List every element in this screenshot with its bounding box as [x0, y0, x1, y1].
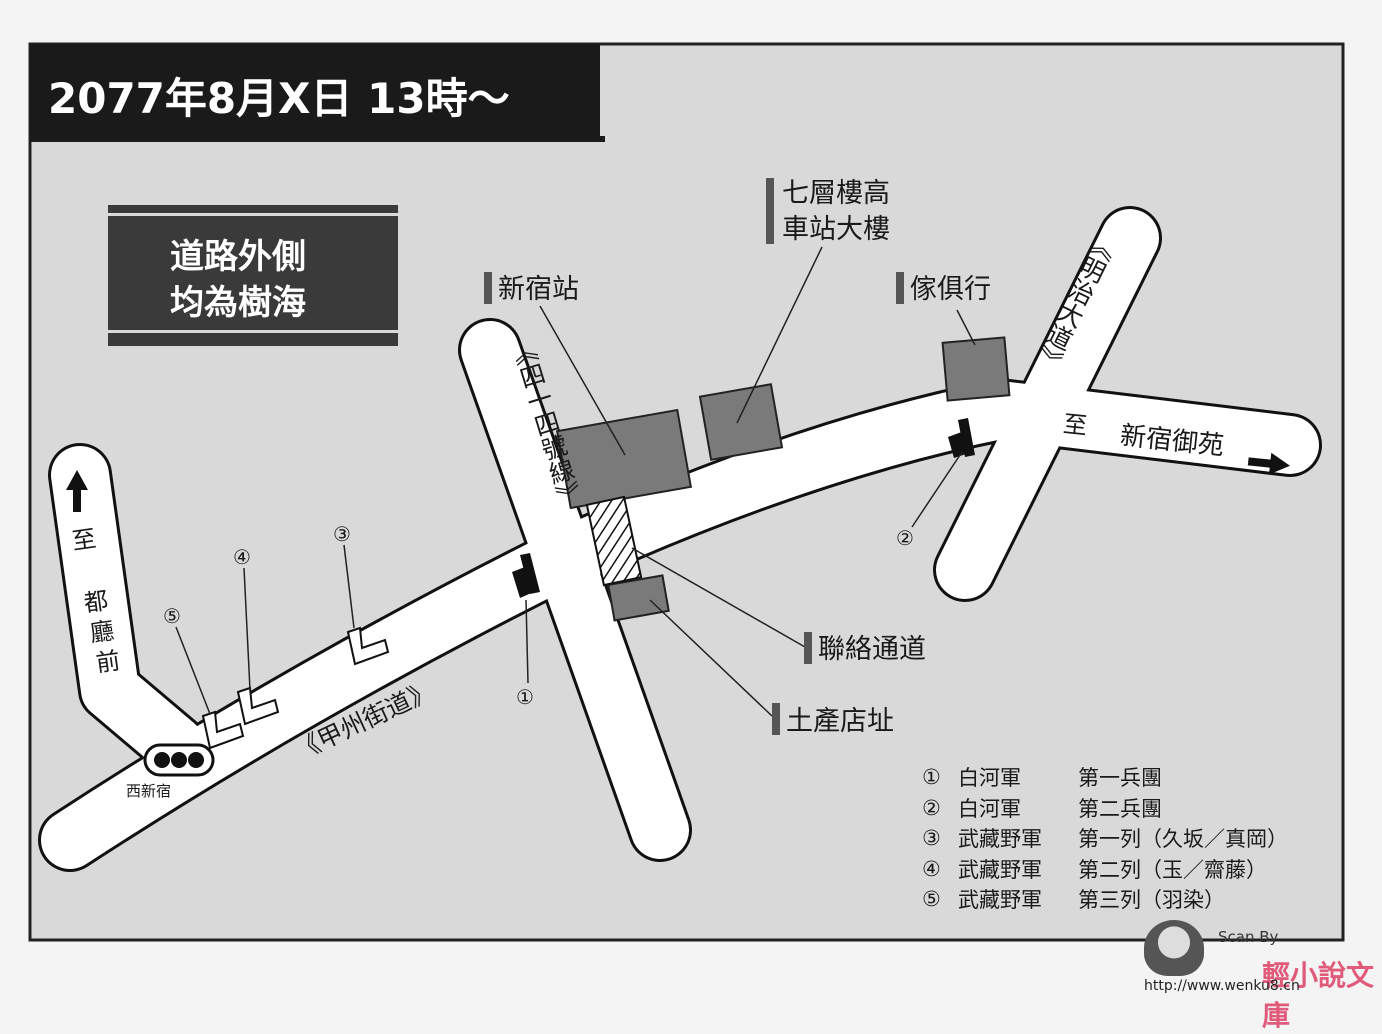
gyoen-prefix: 至 — [1062, 410, 1089, 440]
notice-line2: 均為樹海 — [170, 283, 306, 323]
route-414-road — [461, 321, 689, 859]
label-furniture-store: 傢俱行 — [910, 274, 991, 305]
legend-army: 白河軍 — [958, 796, 1021, 821]
legend-num: ① — [922, 765, 941, 790]
label-souvenir-shop-site: 土產店址 — [786, 706, 894, 737]
legend-unit: 第三列（羽染） — [1078, 888, 1225, 913]
legend-army: 武藏野軍 — [958, 857, 1042, 882]
legend-num: ④ — [922, 856, 941, 881]
map-canvas: 2077年8月X日 13時～ 道路外側 均為樹海 — [28, 42, 1345, 942]
furniture-store-building — [941, 336, 1011, 402]
legend-num: ② — [922, 795, 941, 820]
marker-number-1: ① — [516, 685, 534, 709]
direction-tocho-mae: 至 都 廳 前 — [66, 470, 122, 678]
legend-row: ① 白河軍 第一兵團 — [922, 762, 1288, 793]
date-header: 2077年8月X日 13時～ — [30, 44, 605, 142]
unit-2-marker — [948, 418, 975, 458]
legend-row: ④ 武藏野軍 第二列（玉／齋藤） — [922, 854, 1288, 885]
forest-notice: 道路外側 均為樹海 — [108, 205, 398, 346]
scan-credit-watermark: Scan By 輕小說文庫 http://www.wenku8.cn — [1140, 918, 1375, 1032]
connecting-passage — [585, 495, 643, 587]
unit-5-marker — [201, 710, 245, 750]
legend-unit: 第一列（久坂／真岡） — [1078, 827, 1288, 852]
credit-site-logo: 輕小說文庫 — [1262, 959, 1375, 1032]
legend-row: ⑤ 武藏野軍 第三列（羽染） — [922, 884, 1288, 915]
marker-number-5: ⑤ — [163, 604, 181, 628]
unit-3-marker — [346, 626, 390, 666]
traffic-light-icon — [143, 743, 215, 777]
marker-number-4: ④ — [233, 545, 251, 569]
buildings — [555, 336, 1011, 622]
seven-storey-building — [698, 383, 784, 461]
notice-line1: 道路外側 — [170, 237, 306, 277]
arrow-up-icon — [66, 470, 88, 512]
unit-markers — [201, 418, 975, 750]
tocho-char-1: 至 — [70, 524, 98, 555]
army-legend: ① 白河軍 第一兵團 ② 白河軍 第二兵團 ③ 武藏野軍 第一列（久坂／真岡） … — [922, 762, 1288, 915]
tocho-char-2: 都 — [82, 586, 110, 617]
credit-scan-by: Scan By — [1218, 928, 1279, 946]
label-shinjuku-station: 新宿站 — [498, 274, 579, 305]
legend-unit: 第一兵團 — [1078, 766, 1162, 791]
marker-number-3: ③ — [333, 522, 351, 546]
credit-url[interactable]: http://www.wenku8.cn — [1144, 978, 1300, 994]
legend-army: 武藏野軍 — [958, 827, 1042, 852]
road-fills — [41, 209, 1319, 869]
label-station-building-2: 車站大樓 — [782, 214, 890, 245]
legend-army: 武藏野軍 — [958, 888, 1042, 913]
mascot-face-icon — [1144, 920, 1204, 976]
meiji-dori-road — [936, 209, 1159, 599]
arrow-right-icon — [1247, 452, 1291, 475]
legend-unit: 第二列（玉／齋藤） — [1078, 857, 1267, 882]
souvenir-shop-building — [607, 574, 670, 622]
label-bars — [484, 178, 904, 735]
marker-number-2: ② — [896, 526, 914, 550]
legend-row: ② 白河軍 第二兵團 — [922, 793, 1288, 824]
legend-row: ③ 武藏野軍 第一列（久坂／真岡） — [922, 823, 1288, 854]
leader-lines — [175, 246, 976, 717]
tocho-road — [51, 446, 204, 774]
legend-army: 白河軍 — [958, 766, 1021, 791]
label-nishi-shinjuku: 西新宿 — [126, 782, 171, 800]
tocho-char-4: 前 — [94, 646, 122, 677]
shinjuku-station-building — [555, 408, 693, 510]
tocho-char-3: 廳 — [88, 616, 116, 647]
unit-1-marker — [512, 553, 540, 598]
label-station-building-1: 七層樓高 — [782, 178, 890, 209]
legend-num: ③ — [922, 826, 941, 851]
legend-num: ⑤ — [922, 887, 941, 912]
label-connecting-passage: 聯絡通道 — [818, 634, 926, 665]
date-label: 2077年8月X日 13時～ — [48, 74, 510, 123]
legend-unit: 第二兵團 — [1078, 796, 1162, 821]
